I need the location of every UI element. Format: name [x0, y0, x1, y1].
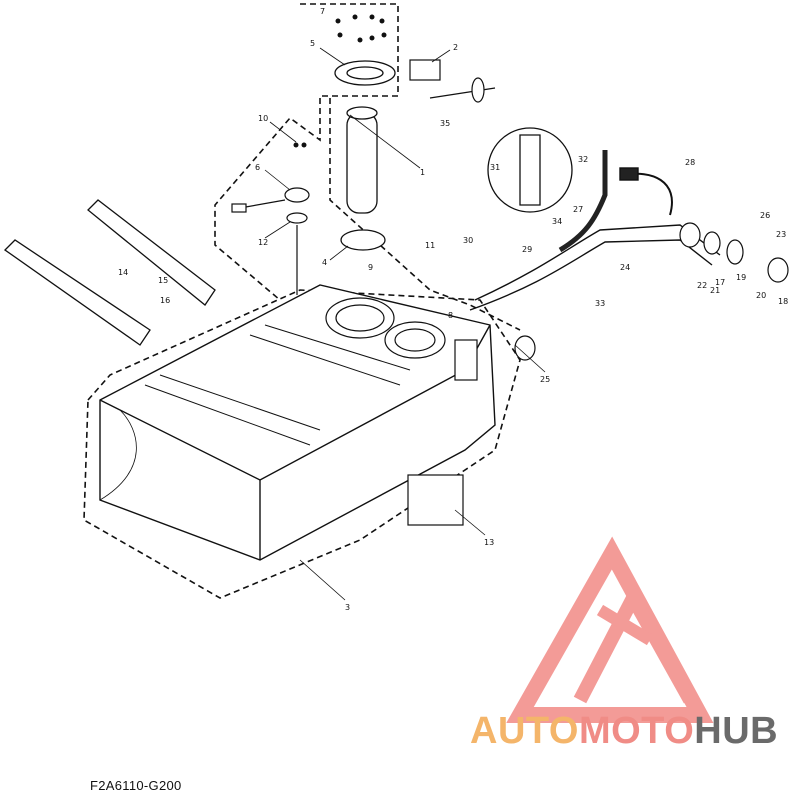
callout-23: 23	[776, 230, 786, 239]
watermark-logo	[506, 536, 714, 723]
diagram-code: F2A6110-G200	[90, 778, 182, 793]
tank-openings	[325, 297, 478, 381]
callout-13: 13	[484, 538, 494, 547]
leader-lines	[264, 47, 546, 601]
watermark-auto: AUTO	[470, 710, 579, 752]
bolts	[293, 14, 387, 148]
callout-34: 34	[552, 217, 562, 226]
detail-callout	[487, 127, 573, 213]
dashed-groupings	[83, 3, 521, 599]
fuel-pump-assembly	[334, 60, 396, 251]
watermark-text: AUTOMOTOHUB	[470, 710, 778, 753]
callout-21: 21	[710, 286, 720, 295]
cap-parts	[409, 59, 789, 361]
callout-27: 27	[573, 205, 583, 214]
callout-5: 5	[310, 39, 315, 48]
callout-19: 19	[736, 273, 746, 282]
callout-31: 31	[490, 163, 500, 172]
callout-20: 20	[756, 291, 766, 300]
callout-1: 1	[420, 168, 425, 177]
callout-18: 18	[778, 297, 788, 306]
callout-12: 12	[258, 238, 268, 247]
callout-30: 30	[463, 236, 473, 245]
watermark-hub: HUB	[694, 710, 779, 752]
callout-22: 22	[697, 281, 707, 290]
callout-6: 6	[255, 163, 260, 172]
callout-35: 35	[440, 119, 450, 128]
callout-32: 32	[578, 155, 588, 164]
callout-28: 28	[685, 158, 695, 167]
callout-10: 10	[258, 114, 268, 123]
filler-neck	[469, 150, 721, 311]
label-plate	[407, 474, 464, 526]
callout-2: 2	[453, 43, 458, 52]
callout-4: 4	[322, 258, 327, 267]
callout-14: 14	[118, 268, 128, 277]
callout-17: 17	[715, 278, 725, 287]
callout-3: 3	[345, 603, 350, 612]
callout-26: 26	[760, 211, 770, 220]
gauge-sender	[231, 187, 310, 295]
tank-brackets	[3, 199, 216, 346]
callout-33: 33	[595, 299, 605, 308]
callout-16: 16	[160, 296, 170, 305]
callout-15: 15	[158, 276, 168, 285]
callout-9: 9	[368, 263, 373, 272]
part-callouts: 1 2 3 4 5 6 7 8 9 10 11 12 13 14 15 16 1…	[118, 7, 788, 612]
watermark-moto: MOTO	[578, 710, 695, 752]
callout-7: 7	[320, 7, 325, 16]
callout-24: 24	[620, 263, 630, 272]
callout-25: 25	[540, 375, 550, 384]
callout-8: 8	[448, 311, 453, 320]
callout-11: 11	[425, 241, 435, 250]
callout-29: 29	[522, 245, 532, 254]
